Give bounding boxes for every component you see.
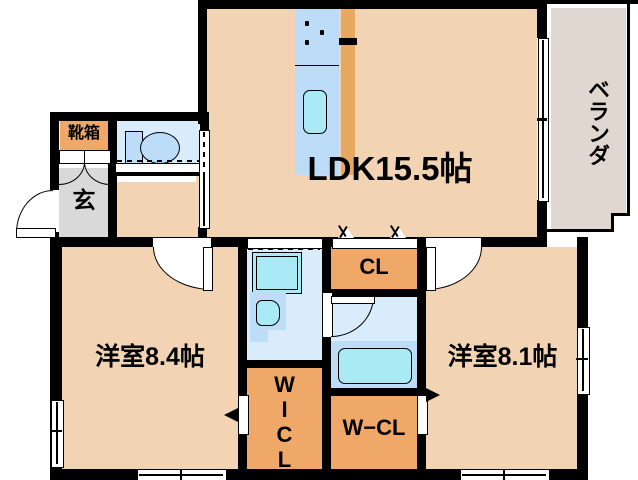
- wall-ldk-right-lower: [537, 200, 547, 247]
- closet-wcl-door[interactable]: [417, 395, 428, 435]
- wall-washroom-right: [322, 237, 331, 470]
- wall-veranda-step: [611, 213, 614, 232]
- window-bedroom-right-side-mark: [576, 358, 588, 360]
- kitchen-partition-wall: [339, 38, 357, 45]
- label-closet-cl: CL: [359, 254, 389, 279]
- shoe-cabinet-block: [60, 120, 108, 150]
- closet-wicl-block: [246, 367, 322, 469]
- bathroom-door-leaf[interactable]: [331, 296, 375, 304]
- veranda-window-mullion-upper: [542, 40, 544, 118]
- veranda-window-mullion-lower: [542, 121, 544, 198]
- wall-genkan-right: [108, 176, 117, 238]
- wall-shoe-cabinet-right: [108, 112, 117, 170]
- bedroom-right-door-leaf[interactable]: [426, 247, 436, 291]
- wall-bath-right: [417, 237, 426, 470]
- wall-ldk-top: [198, 0, 546, 9]
- washroom-top-dashed-line: [248, 248, 320, 250]
- label-ldk: LDK15.5帖: [307, 150, 473, 187]
- window-bedroom-left-bottom-mark: [180, 469, 182, 480]
- closet-wcl-block: [331, 395, 417, 469]
- wall-veranda-bottom-2: [546, 229, 614, 232]
- hallway-floor: [110, 182, 210, 237]
- wall-entrance-bottom: [50, 237, 210, 247]
- veranda-floor: [551, 8, 626, 213]
- toilet-door-panel[interactable]: [115, 163, 205, 173]
- label-veranda: ベランダ: [585, 78, 610, 166]
- genkan-door-opening[interactable]: [50, 190, 59, 232]
- wall-entrance-top: [50, 112, 208, 121]
- wall-ldk-left-upper: [198, 0, 207, 124]
- veranda-window-center-mark: [537, 118, 547, 121]
- stove-burner-2: [320, 30, 324, 35]
- label-genkan: 玄: [72, 187, 96, 213]
- wall-ldk-right-upper: [537, 0, 547, 38]
- kitchen-sink: [303, 90, 327, 134]
- wall-toilet-right: [200, 112, 209, 130]
- closet-cl-door[interactable]: [332, 238, 418, 249]
- washroom-door[interactable]: [247, 238, 323, 249]
- label-bedroom-left: 洋室8.4帖: [95, 343, 205, 371]
- window-bedroom-left-side-mullion: [56, 402, 58, 464]
- vanity-counter-step: [250, 330, 268, 342]
- genkan-door-leaf[interactable]: [16, 228, 56, 238]
- label-closet-wcl: W−CL: [342, 415, 406, 440]
- stove-burner-3: [305, 40, 309, 45]
- window-bedroom-right-side-mullion: [582, 329, 584, 391]
- closet-wicl-door-arrow: [224, 408, 238, 422]
- ldk-hall-sliding-door-line: [203, 176, 205, 226]
- stove-burner-1: [305, 21, 309, 26]
- wall-outer-bottom: [50, 469, 588, 480]
- window-bedroom-left-side-mark: [50, 430, 62, 432]
- kitchen-stove: [295, 8, 339, 66]
- wall-wicl-top: [238, 360, 327, 368]
- closet-wcl-door-arrow: [426, 388, 440, 402]
- wall-wcl-top: [322, 388, 426, 396]
- ldk-hall-sliding-door-dash: [203, 132, 205, 176]
- label-closet-wicl: WICL: [272, 372, 297, 472]
- closet-wicl-door[interactable]: [238, 395, 249, 435]
- window-bedroom-right-bottom-mark: [503, 469, 505, 480]
- kitchen-counter-side: [341, 44, 355, 175]
- bedroom-left-door-leaf[interactable]: [203, 247, 213, 291]
- wall-veranda-bottom-1: [611, 213, 630, 216]
- bathtub: [338, 348, 412, 384]
- kitchen-counter-top: [341, 8, 355, 38]
- toilet-bowl: [140, 132, 180, 164]
- vanity-mirror-inner: [256, 256, 298, 290]
- wall-cl-bottom: [322, 289, 426, 297]
- wall-entrance-left: [50, 112, 59, 247]
- label-bedroom-right: 洋室8.1帖: [447, 343, 558, 371]
- wash-basin: [256, 300, 280, 326]
- toilet-door-dashed: [117, 160, 201, 162]
- wall-veranda-top: [546, 0, 638, 4]
- room-ldk-floor: [207, 5, 537, 237]
- wall-veranda-right: [627, 0, 630, 216]
- genkan-door-swing-arc[interactable]: [16, 190, 53, 233]
- closet-cl-block: [331, 247, 417, 289]
- veranda-floor-notch: [551, 213, 613, 230]
- label-shoe-cabinet: 靴箱: [67, 125, 100, 142]
- wall-bedroom-left-right: [238, 237, 247, 470]
